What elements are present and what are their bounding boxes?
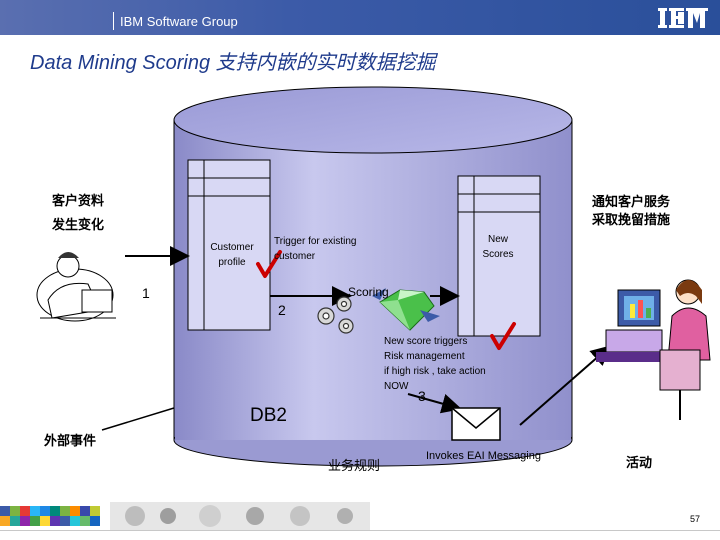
label-scoring: Scoring (348, 285, 389, 299)
check-icon (490, 322, 516, 350)
label-new-score-trigger: New score triggers (384, 336, 468, 347)
footer-decoration (0, 502, 720, 531)
label-high-risk: if high risk , take action (384, 366, 486, 377)
label-changed: 发生变化 (52, 218, 105, 233)
page-title: Data Mining Scoring 支持内嵌的实时数据挖掘 (30, 52, 436, 74)
gears-icon (317, 296, 354, 334)
step-1-label: 1 (142, 285, 150, 301)
page-number: 57 (690, 514, 701, 524)
label-external-event: 外部事件 (44, 434, 97, 449)
header-group-name: IBM Software Group (120, 14, 238, 29)
label-customer-profile: Customer profile (210, 242, 254, 268)
label-activity: 活动 (626, 456, 653, 471)
label-now: NOW (384, 381, 409, 392)
new-scores-table (457, 175, 541, 337)
label-db2: DB2 (250, 405, 287, 426)
external-event-link (101, 407, 175, 431)
arrow-to-service-agent (519, 345, 612, 426)
step-3-label: 3 (418, 388, 426, 404)
customer-person-icon (36, 252, 116, 322)
service-agent-icon (596, 279, 711, 420)
label-trigger: Trigger for existing customer (274, 236, 357, 262)
arrow-to-messaging (407, 393, 462, 414)
envelope-icon (451, 407, 501, 441)
label-retention: 采取挽留措施 (592, 213, 671, 228)
label-notify-service: 通知客户服务 (592, 195, 671, 210)
label-eai-messaging: Invokes EAI Messaging (426, 450, 541, 462)
header-bar (0, 0, 720, 35)
label-risk-management: Risk management (384, 351, 465, 362)
header-separator (113, 12, 114, 30)
customer-profile-table (187, 159, 271, 331)
ibm-logo-icon (658, 8, 708, 28)
step-2-label: 2 (278, 302, 286, 318)
check-icon (256, 250, 282, 278)
diamond-icon (372, 288, 440, 331)
label-business-rules: 业务规则 (328, 459, 381, 474)
label-new-scores: New Scores (482, 234, 514, 260)
label-customer-info: 客户资料 (52, 194, 105, 209)
